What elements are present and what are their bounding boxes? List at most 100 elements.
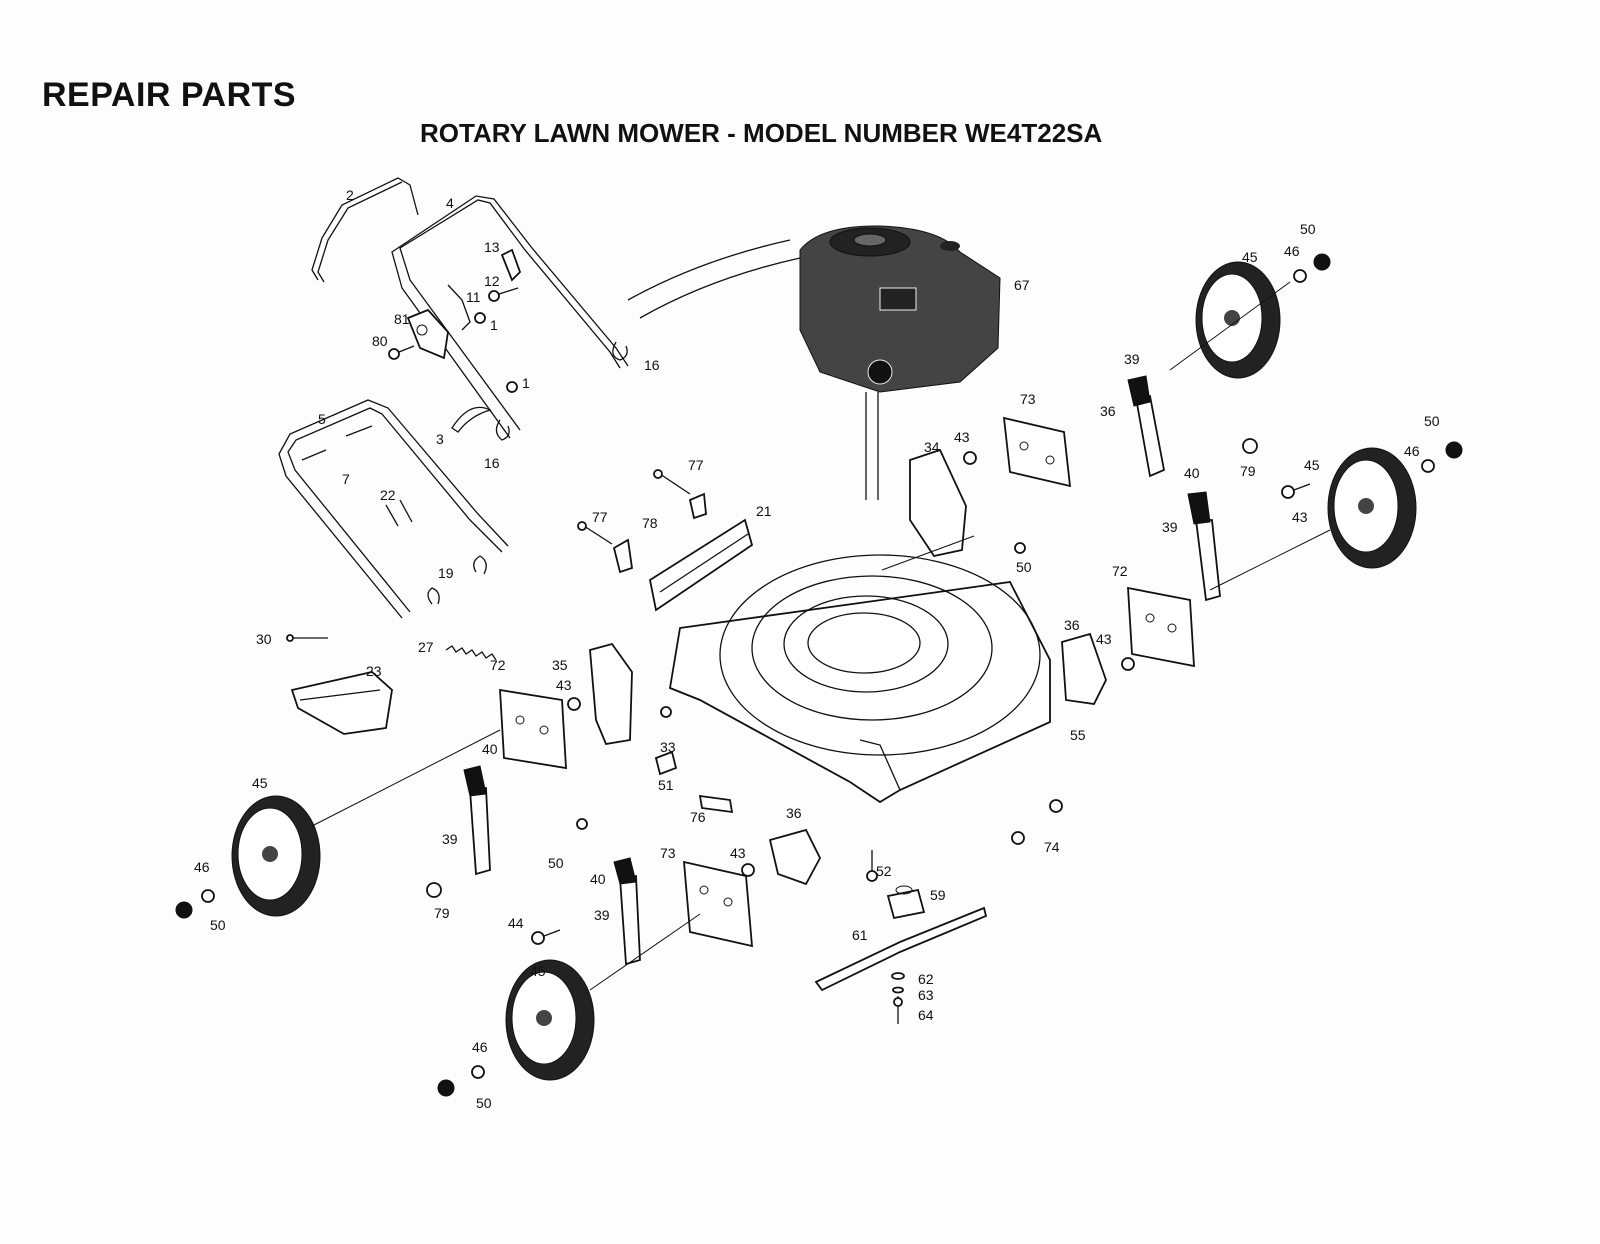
callout-27: 27 xyxy=(418,639,434,655)
callout-63: 62 xyxy=(918,971,934,987)
callout-40-left: 40 xyxy=(482,741,498,757)
hub-cap-part-50-left xyxy=(175,901,193,919)
spring-part-27 xyxy=(445,645,497,661)
bolt-part-79-top xyxy=(1242,438,1258,454)
callout-40-top: 39 xyxy=(1124,351,1140,367)
lower-handle-part-5 xyxy=(278,399,509,619)
screw-part-77 xyxy=(577,469,691,545)
discharge-chute-part-23 xyxy=(290,671,393,735)
callout-67: 67 xyxy=(1014,277,1030,293)
hub-cap-part-50-top xyxy=(1313,253,1331,271)
bolt-part-80 xyxy=(388,345,415,360)
callout-55: 51 xyxy=(658,777,674,793)
callout-43-left: 43 xyxy=(556,677,572,693)
nut-part-74 xyxy=(1011,799,1063,845)
screw-part-52 xyxy=(866,850,878,882)
washer-part-64 xyxy=(892,986,904,994)
clip-part-55 xyxy=(654,750,678,776)
axle-lines xyxy=(311,281,1331,991)
nut-part-1-lower xyxy=(506,381,518,393)
pins-part-22 xyxy=(385,499,413,527)
plate-part-72-right xyxy=(1127,586,1195,668)
bolt-part-44-right xyxy=(1281,483,1311,499)
callout-77-top: 77 xyxy=(688,457,704,473)
callout-4: 4 xyxy=(446,195,454,211)
callout-43-top: 43 xyxy=(954,429,970,445)
callout-45-top: 45 xyxy=(1242,249,1258,265)
bolt-part-43-right xyxy=(1121,657,1135,671)
adjuster-part-35 xyxy=(589,642,633,746)
callout-45-right: 45 xyxy=(1304,457,1320,473)
callout-35: 35 xyxy=(552,657,568,673)
blade-part-62 xyxy=(814,906,988,992)
nut-part-1-upper xyxy=(474,312,486,324)
lever-part-39-top-right xyxy=(1127,375,1166,478)
knob-part-19 xyxy=(427,555,487,605)
callout-34: 34 xyxy=(924,439,940,455)
strip-part-76 xyxy=(698,794,734,814)
bolts-part-7 xyxy=(301,425,373,461)
callout-43-bottom: 43 xyxy=(730,845,746,861)
callout-12: 12 xyxy=(484,273,500,289)
callout-50-bottom: 50 xyxy=(476,1095,492,1111)
callout-44-bottom: 44 xyxy=(508,915,524,931)
callout-79-left: 79 xyxy=(434,905,450,921)
engine-part-67 xyxy=(799,225,1001,500)
baffle-part-21 xyxy=(648,518,754,612)
callout-19: 19 xyxy=(438,565,454,581)
callout-50-top: 50 xyxy=(1300,221,1316,237)
callout-72-left: 72 xyxy=(490,657,506,673)
callout-64: 63 xyxy=(918,987,934,1003)
page-subtitle: ROTARY LAWN MOWER - MODEL NUMBER WE4T22S… xyxy=(420,118,1103,148)
callout-21: 21 xyxy=(756,503,772,519)
bracket-part-78 xyxy=(612,492,707,574)
callout-81: 81 xyxy=(394,311,410,327)
rod-part-30 xyxy=(286,634,328,642)
callout-30: 30 xyxy=(256,631,272,647)
callout-40-right: 40 xyxy=(1184,465,1200,481)
spacer-part-46-right xyxy=(1421,459,1435,473)
plate-part-73-top xyxy=(1002,416,1072,488)
adjuster-part-36-bottom xyxy=(768,828,822,886)
nut-part-33 xyxy=(660,706,672,718)
hub-cap-part-50-bottom xyxy=(437,1079,455,1097)
callout-39-bottom: 39 xyxy=(594,907,610,923)
callout-16-lower: 16 xyxy=(484,455,500,471)
callout-65: 64 xyxy=(918,1007,934,1023)
callout-11: 11 xyxy=(466,289,481,305)
bolt-part-44-bottom xyxy=(531,929,561,945)
callout-80: 80 xyxy=(372,333,388,349)
knob-part-16-upper xyxy=(612,341,628,361)
callout-52: 52 xyxy=(876,863,892,879)
callout-2: 2 xyxy=(346,187,354,203)
knob-part-16-lower xyxy=(495,419,510,441)
callout-3: 3 xyxy=(436,431,444,447)
callout-51-right: 50 xyxy=(1016,559,1032,575)
page-title: REPAIR PARTS xyxy=(42,76,297,114)
adjuster-part-36-right xyxy=(1061,632,1107,705)
callout-79-top: 79 xyxy=(1240,463,1256,479)
hub-cap-part-50-right xyxy=(1445,441,1463,459)
lever-part-39-left xyxy=(463,765,491,876)
callout-45-bottom: 45 xyxy=(530,963,546,979)
callout-39-top: 36 xyxy=(1100,403,1116,419)
callout-labels: 2 4 13 12 11 81 80 1 1 16 3 16 5 7 22 19… xyxy=(194,187,1440,1111)
callout-39-left: 39 xyxy=(442,831,458,847)
callout-46-right: 46 xyxy=(1404,443,1420,459)
callout-16-upper: 16 xyxy=(644,357,660,373)
mower-deck-part-59 xyxy=(668,554,1051,804)
callout-23: 23 xyxy=(366,663,382,679)
clip-part-13 xyxy=(500,248,522,282)
lever-part-39-right xyxy=(1187,491,1221,602)
washer-part-63 xyxy=(891,972,905,980)
callout-59: 55 xyxy=(1070,727,1086,743)
spacer-part-46-left xyxy=(201,889,215,903)
adapter-part-61 xyxy=(886,885,926,920)
handle-frame-part-4 xyxy=(391,195,629,439)
callout-61: 59 xyxy=(930,887,946,903)
callout-43-right: 43 xyxy=(1096,631,1112,647)
adjuster-part-34 xyxy=(909,448,967,558)
spacer-part-46-top xyxy=(1293,269,1307,283)
callout-22: 22 xyxy=(380,487,396,503)
